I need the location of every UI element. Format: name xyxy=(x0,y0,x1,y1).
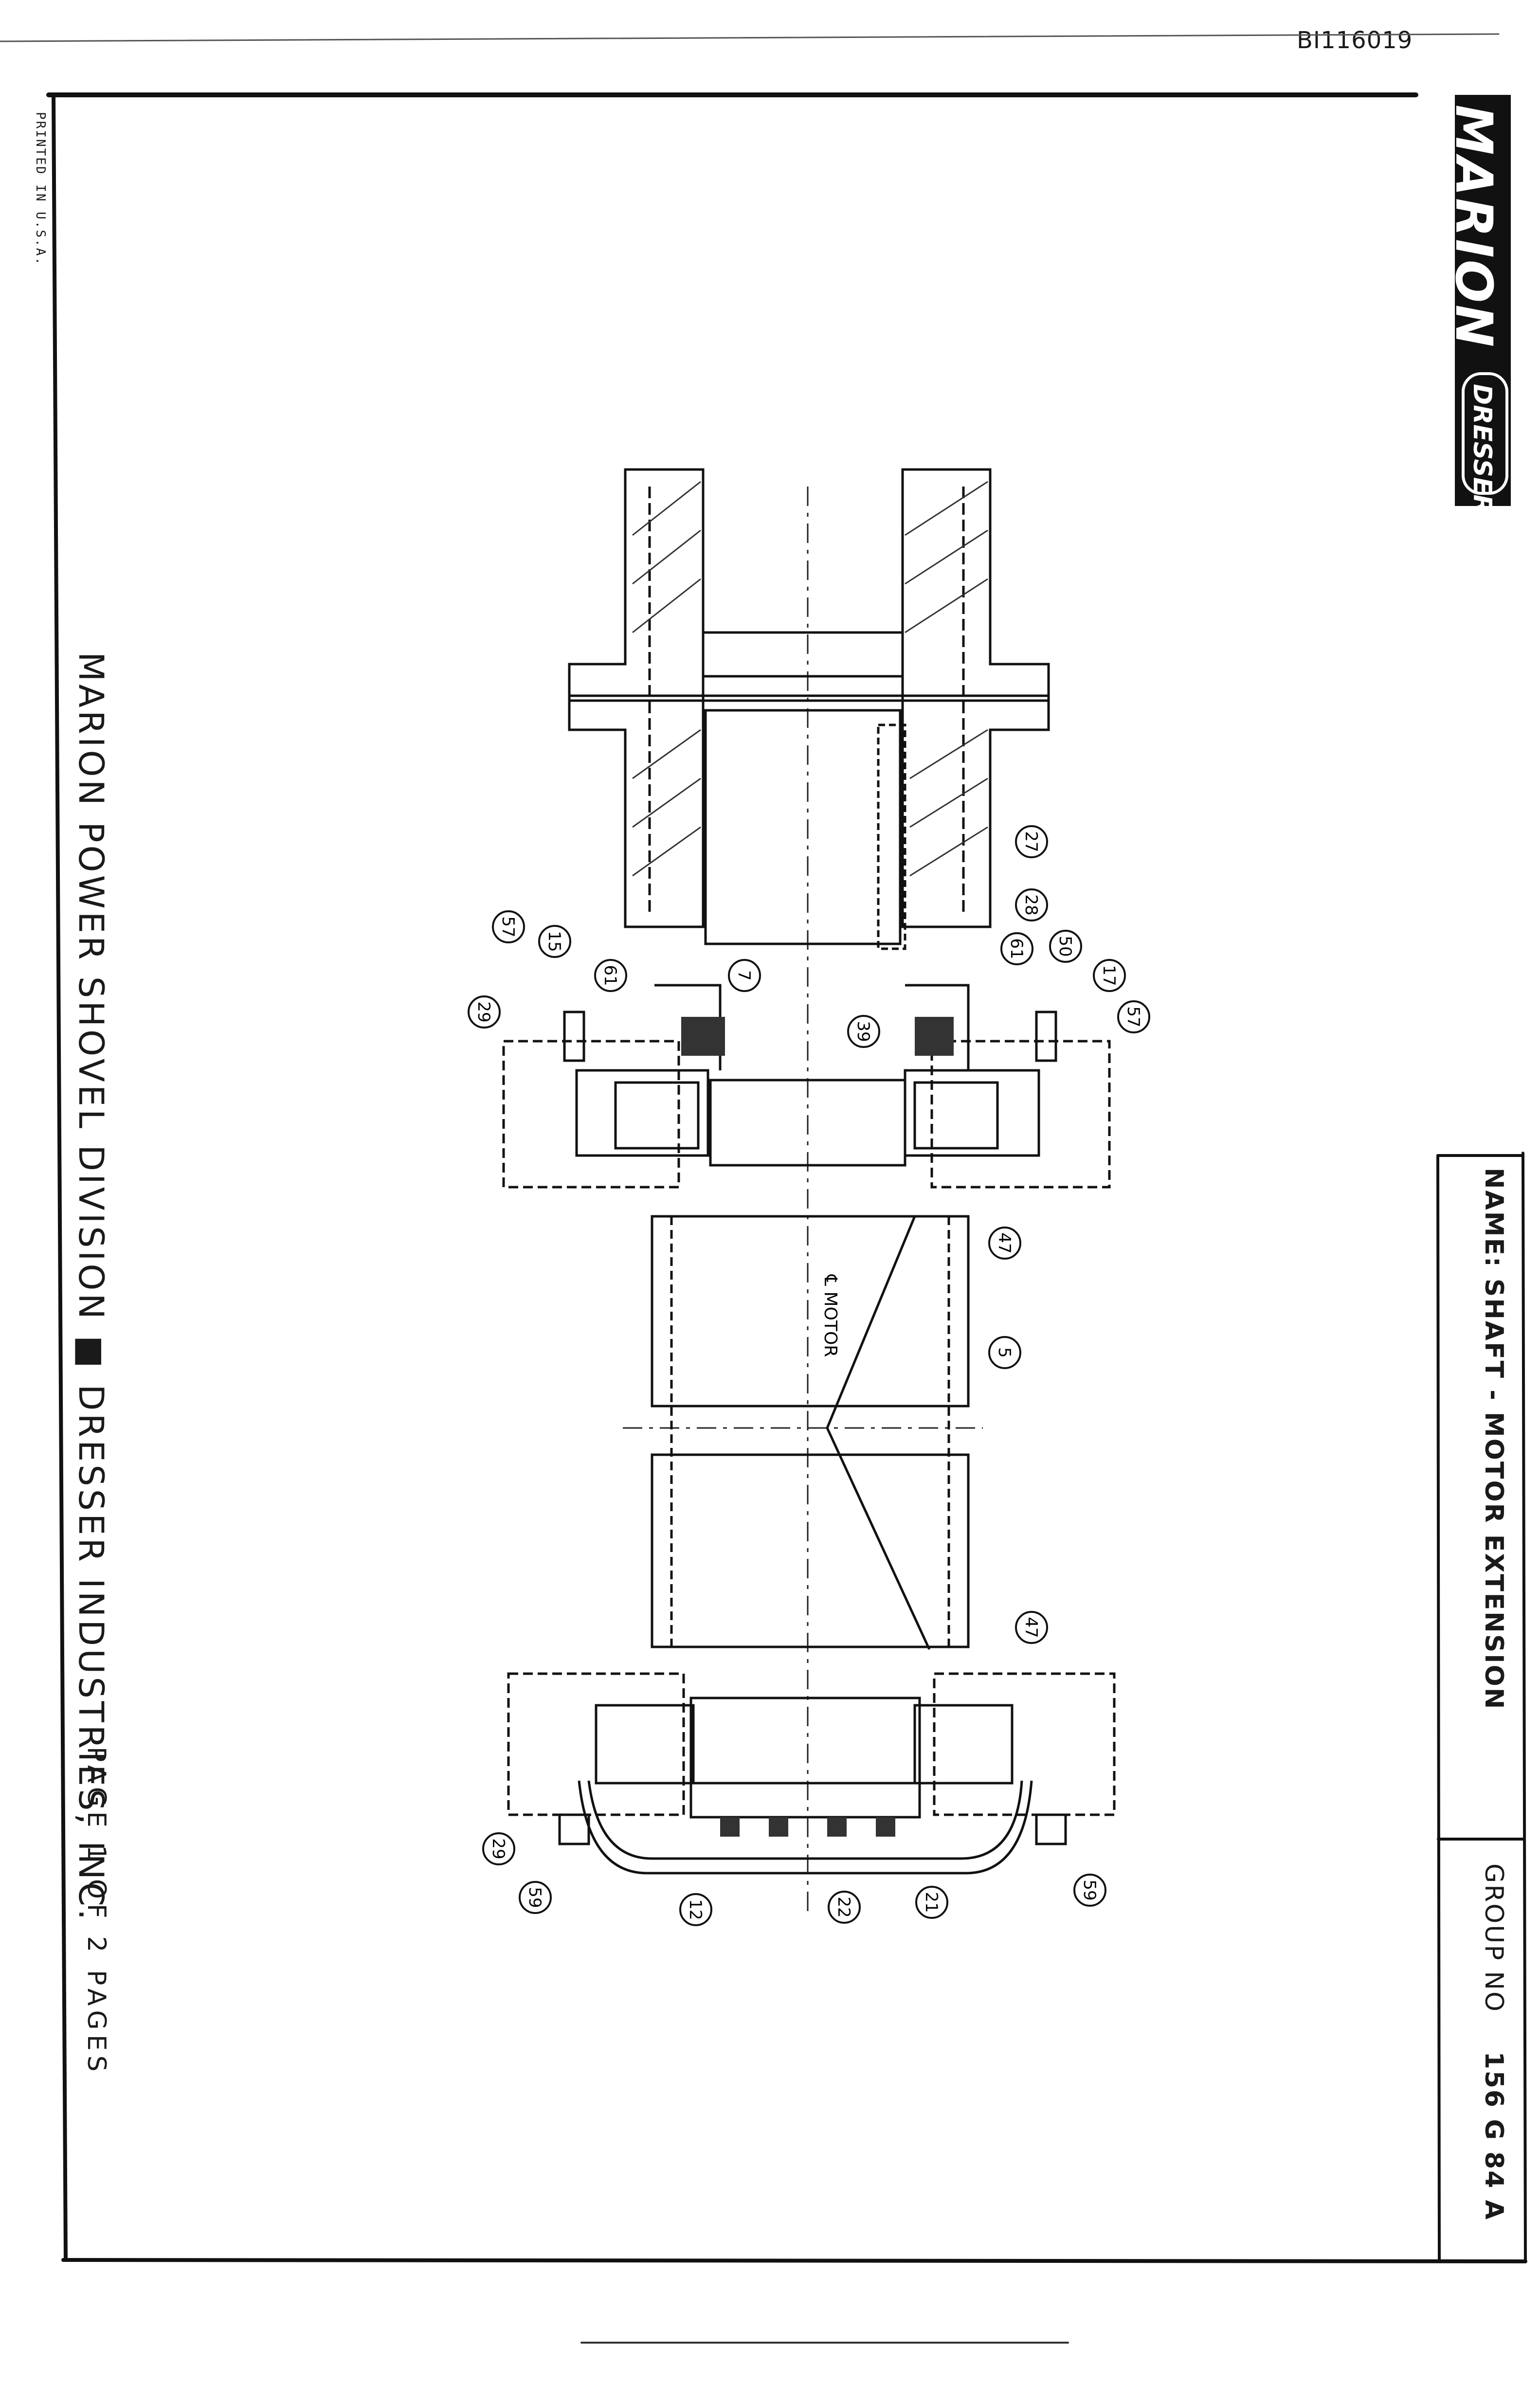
lower-bolts xyxy=(720,1817,895,1837)
callout-circle xyxy=(915,1886,948,1919)
callout-label: 57 xyxy=(1123,1006,1143,1027)
callout-circle xyxy=(538,925,571,958)
callout-balloons: 57 15 61 7 29 27 28 50 61 17 39 57 47 5 47 29 59 12 22 21 59 xyxy=(468,825,1150,1926)
marion-dresser-logo: MARION DRESSER xyxy=(1444,95,1511,514)
scan-top-line xyxy=(0,33,1500,42)
motor-body xyxy=(651,1215,970,1650)
group-label: GROUP NO xyxy=(1479,1863,1508,2013)
callout-label: 29 xyxy=(489,1838,508,1859)
callout-label: 61 xyxy=(1007,938,1026,959)
callout-circle xyxy=(1015,1611,1048,1644)
group-value: 156 G 84 A xyxy=(1479,2051,1508,2221)
callout-label: 59 xyxy=(1080,1879,1099,1900)
centerline-label: ℄ MOTOR xyxy=(820,1274,840,1357)
frame-bottom-line xyxy=(61,2258,1527,2263)
frame-left-line xyxy=(52,93,68,2262)
callout-label: 59 xyxy=(525,1887,544,1908)
title-block-left-line xyxy=(1436,1154,1441,2263)
callout-label: 29 xyxy=(474,1001,493,1022)
callout-label: 17 xyxy=(1099,965,1119,986)
callout-label: 61 xyxy=(600,965,620,986)
document-id: BI116019 xyxy=(1297,27,1413,54)
callout-circle xyxy=(1015,888,1048,921)
callout-circle xyxy=(492,910,525,943)
callout-circle xyxy=(1015,825,1048,858)
callout-circle xyxy=(847,1015,880,1048)
group-number: GROUP NO 156 G 84 A xyxy=(1479,1863,1508,2221)
callout-label: 50 xyxy=(1055,936,1075,957)
callout-label: 15 xyxy=(544,931,564,952)
callout-label: 28 xyxy=(1021,894,1041,915)
callout-label: 22 xyxy=(834,1896,853,1917)
coupling-hub-hatching xyxy=(632,481,988,877)
callout-circle xyxy=(679,1893,712,1926)
callout-label: 47 xyxy=(995,1232,1014,1253)
coupling-hub xyxy=(568,468,1050,950)
callout-label: 5 xyxy=(995,1347,1014,1358)
frame-right-line xyxy=(1522,1152,1527,2263)
callout-label: 21 xyxy=(922,1892,941,1913)
callout-circle xyxy=(988,1336,1021,1369)
callout-circle xyxy=(594,959,627,992)
shaft-centerline xyxy=(623,487,983,1912)
callout-circle xyxy=(1093,959,1126,992)
callout-label: 12 xyxy=(686,1899,705,1920)
callout-circle xyxy=(728,959,761,992)
lower-bearing-housing xyxy=(507,1672,1116,1875)
page-indicator: PAGE 1 OF 2 PAGES xyxy=(82,1747,111,2077)
callout-label: 7 xyxy=(734,970,754,981)
callout-circle xyxy=(828,1891,861,1924)
callout-label: 47 xyxy=(1021,1617,1041,1638)
drawing-name: NAME: SHAFT - MOTOR EXTENSION xyxy=(1479,1168,1508,1711)
callout-label: 39 xyxy=(853,1021,873,1042)
upper-bearing-housing xyxy=(502,984,1111,1189)
logo-sub-badge: DRESSER xyxy=(1462,372,1508,514)
callout-circle xyxy=(1049,930,1082,963)
company-footer: MARION POWER SHOVEL DIVISION ■ DRESSER I… xyxy=(71,652,111,1923)
callout-label: 27 xyxy=(1021,831,1041,852)
callout-circle xyxy=(988,1227,1021,1260)
callout-circle xyxy=(1117,1000,1150,1033)
callout-circle xyxy=(482,1832,515,1865)
callout-circle xyxy=(519,1881,552,1914)
callout-label: 57 xyxy=(498,916,518,937)
callout-circle xyxy=(468,995,501,1029)
callout-circle xyxy=(1000,932,1033,965)
callout-circle xyxy=(1073,1874,1106,1907)
